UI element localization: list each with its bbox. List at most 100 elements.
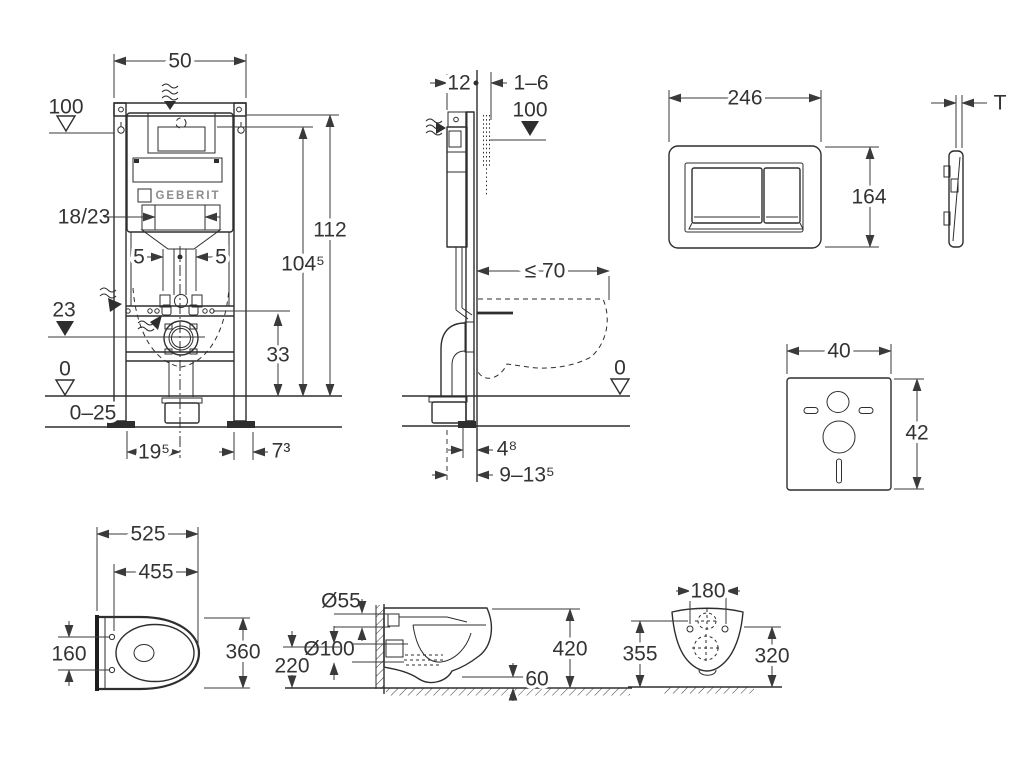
mounting-hole	[721, 625, 729, 633]
wall-hatch	[376, 605, 384, 689]
drain-socket	[163, 320, 199, 356]
level-triangle-open	[55, 115, 77, 133]
wc-top-view: 525 455 160 360	[48, 519, 264, 691]
dim-0-25: 0–25	[70, 402, 117, 425]
dim-7-3: 7³	[272, 440, 291, 463]
flush-button-large	[691, 167, 763, 224]
dim-t: T	[994, 92, 1007, 115]
dimensions-plate-profile: T	[931, 88, 1010, 148]
wc-body-back	[671, 607, 744, 672]
outlet-bend	[161, 397, 203, 404]
dim-33: 33	[266, 344, 289, 367]
dim-420: 420	[552, 638, 587, 661]
dim-5-left: 5	[133, 246, 145, 269]
dim-360: 360	[225, 641, 260, 664]
flush-button-small	[763, 167, 801, 224]
sound-pad-view: 40 42	[786, 336, 932, 491]
dim-160: 160	[51, 643, 86, 666]
dim-525: 525	[130, 523, 165, 546]
dimensions-wc-top: 525 455 160 360	[48, 519, 264, 689]
dim-220: 220	[274, 655, 309, 678]
dim-1-6: 1–6	[513, 72, 548, 95]
cistern-side	[446, 126, 468, 248]
dim-100: 100	[48, 96, 83, 119]
dim-19-5: 19⁵	[138, 441, 170, 464]
level-triangle-open	[54, 379, 76, 397]
water-flow-icon	[99, 287, 122, 312]
dim-246: 246	[727, 87, 762, 110]
dim-355: 355	[622, 643, 657, 666]
inspection-opening	[147, 112, 216, 154]
foot-plate-left	[107, 421, 135, 428]
level-triangle-filled	[56, 321, 74, 336]
dim-o100: Ø100	[303, 638, 354, 661]
mounting-hole	[108, 666, 116, 674]
dim-5-right: 5	[215, 246, 227, 269]
dim-9-13-5: 9–13⁵	[499, 464, 554, 487]
dim-180: 180	[690, 580, 725, 603]
brand-logo-text: GEBERIT	[155, 190, 220, 202]
dim-18-23: 18/23	[58, 206, 111, 229]
flush-plate-view: 246 164	[668, 83, 890, 249]
level-triangle-open	[609, 378, 631, 396]
drain-outlet	[385, 639, 404, 658]
dim-455: 455	[138, 561, 173, 584]
cistern	[126, 112, 234, 233]
wc-seat-rim	[115, 623, 195, 683]
wc-body-top	[95, 615, 201, 691]
mounting-hole	[108, 633, 116, 641]
level-triangle-filled	[521, 121, 539, 136]
flush-inlet	[387, 613, 400, 627]
dim-42: 42	[905, 422, 928, 445]
wc-pan-side-dashed	[477, 298, 608, 379]
pad-hole-oval	[826, 391, 850, 413]
dim-104-5: 104⁵	[281, 253, 325, 276]
mounting-hole	[686, 625, 694, 633]
sound-insulation-pad	[786, 377, 892, 491]
water-flow-icon	[137, 315, 162, 332]
foot-plate-right	[227, 421, 255, 428]
dim-100-side: 100	[512, 99, 547, 122]
wc-back-view: 180 355 320	[619, 576, 793, 694]
drain-wall-sleeve	[464, 321, 475, 353]
plate-profile	[948, 150, 964, 248]
dimensions-sound-pad: 40 42	[786, 336, 932, 490]
dim-23: 23	[52, 299, 75, 322]
dim-112: 112	[313, 219, 346, 242]
wc-body-side	[383, 607, 493, 684]
wc-pan-outline-dashed	[132, 287, 230, 368]
dim-60: 60	[525, 668, 548, 691]
dim-40: 40	[827, 340, 850, 363]
fill-valve	[175, 117, 187, 129]
dimensions-wc-back: 180 355 320	[619, 576, 793, 688]
dimensions-frame-front: 50 100 18/23 5 5 23 0 0–25 33 104⁵	[45, 46, 350, 467]
foot-plate-side	[458, 421, 476, 428]
dim-50: 50	[168, 50, 191, 73]
dim-4-8: 4⁸	[497, 438, 518, 461]
frame-side-view: 12 1–6 100 ≤ 70 0 4⁸ 9–13⁵	[402, 68, 631, 490]
dimensions-frame-side: 12 1–6 100 ≤ 70 0 4⁸ 9–13⁵	[430, 68, 631, 490]
flush-plate	[668, 145, 822, 249]
wc-side-view: Ø55 Ø100 220 420 60	[271, 586, 632, 701]
plate-recess	[684, 162, 804, 233]
water-flow-icon	[425, 118, 446, 136]
dimensions-flush-plate: 246 164	[668, 83, 890, 248]
floor-hatch	[662, 687, 754, 694]
dim-0: 0	[59, 358, 71, 381]
dim-164: 164	[851, 186, 886, 209]
brand-logo-square	[137, 188, 152, 203]
dim-320: 320	[754, 645, 789, 668]
pad-hole-round	[822, 420, 856, 454]
frame-front-view: GEBERIT	[45, 46, 350, 467]
water-flow-icon	[161, 83, 179, 110]
floor-hatch	[386, 688, 630, 696]
drain-elbow	[440, 322, 466, 396]
plate-profile-view: T	[931, 88, 1010, 248]
frame-top-crossbar	[113, 102, 247, 117]
dimensions-wc-side: Ø55 Ø100 220 420 60	[271, 586, 591, 701]
dim-0-side: 0	[614, 357, 626, 380]
frame-rail-right	[233, 102, 247, 422]
frame-rail-left	[113, 102, 127, 422]
